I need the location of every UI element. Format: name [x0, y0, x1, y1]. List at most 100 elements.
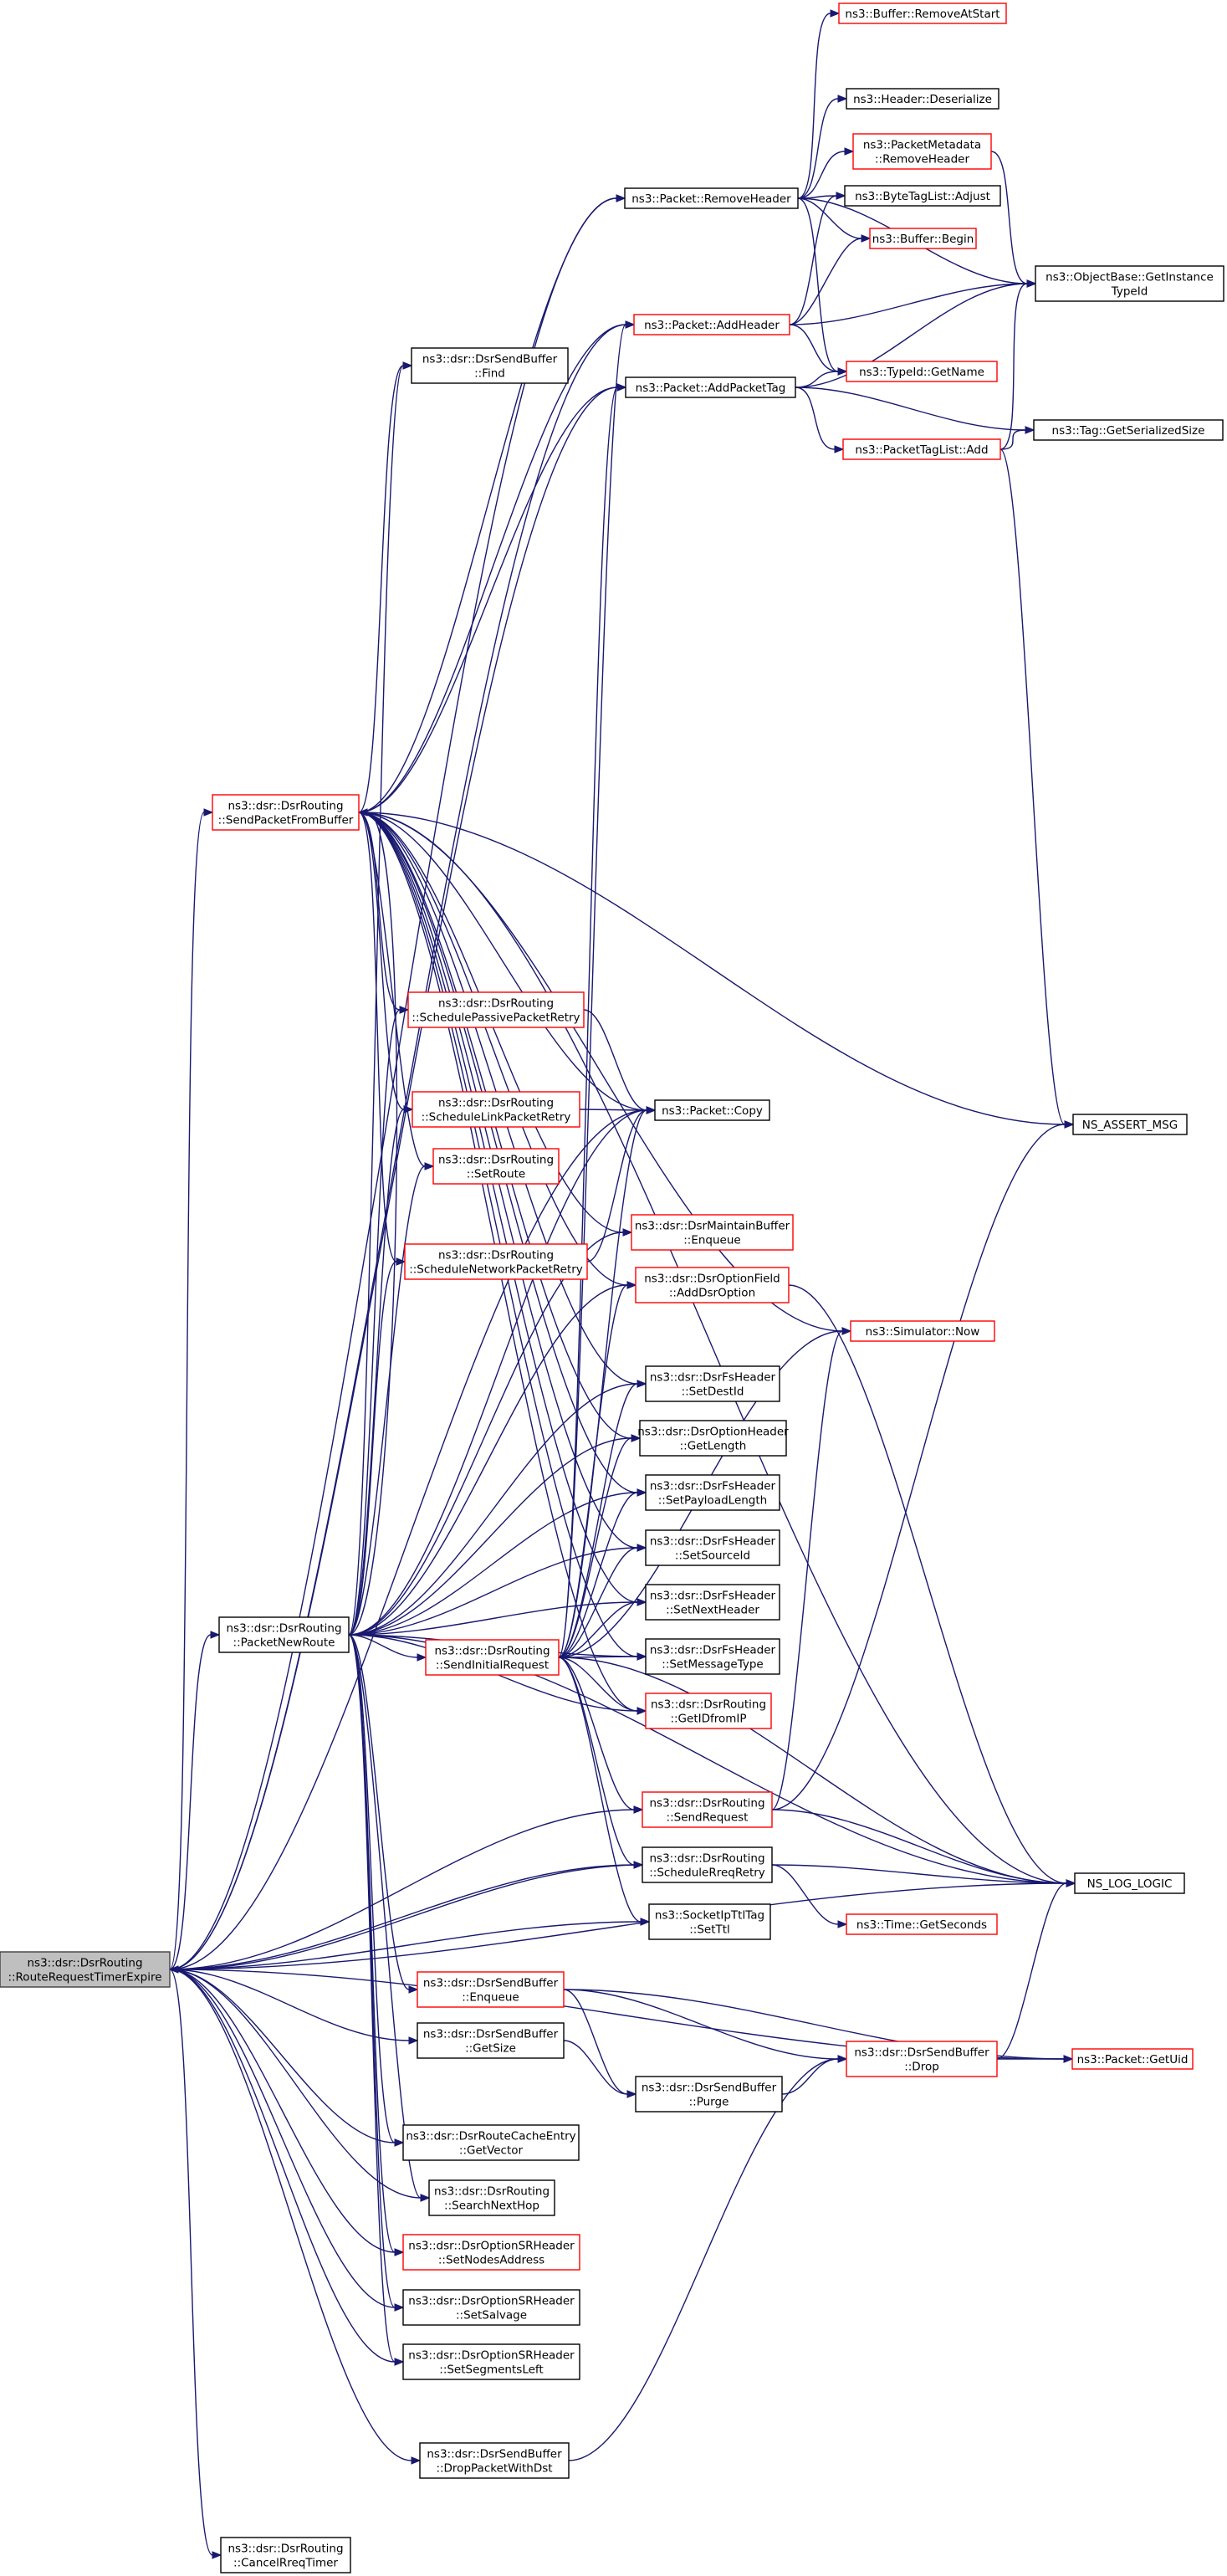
edge-line [558, 1657, 635, 1810]
node-box [417, 2022, 565, 2059]
node-box [1033, 419, 1224, 441]
node-label: ::SearchNextHop [444, 2200, 539, 2213]
node-fs-set-payload-length[interactable]: ns3::dsr::DsrFsHeader::SetPayloadLength [645, 1474, 780, 1511]
node-box [844, 185, 1001, 207]
node-sr-set-segments-left[interactable]: ns3::dsr::DsrOptionSRHeader::SetSegments… [402, 2343, 580, 2380]
node-cancel-rreq-timer[interactable]: ns3::dsr::DsrRouting::CancelRreqTimer [220, 2537, 351, 2573]
call-edge-packet-add-packet-tag-to-tag-get-serialized-size [795, 387, 1035, 434]
edge-line [586, 1109, 647, 1262]
node-box [220, 2537, 351, 2573]
call-edge-send-initial-request-to-packet-add-header [558, 320, 636, 1658]
arrowhead-icon [616, 194, 626, 202]
node-buf-begin[interactable]: ns3::Buffer::Begin [869, 228, 977, 249]
node-packet-new-route[interactable]: ns3::dsr::DsrRouting::PacketNewRoute [218, 1616, 350, 1653]
edge-line [797, 197, 862, 239]
node-label: ns3::TypeId::GetName [859, 366, 984, 379]
node-packet-copy[interactable]: ns3::Packet::Copy [654, 1099, 770, 1121]
node-send-buffer-enqueue[interactable]: ns3::dsr::DsrSendBuffer::Enqueue [417, 1971, 565, 2008]
edge-line [358, 197, 617, 813]
node-label: ::SetTtl [689, 1923, 730, 1937]
node-box [404, 1243, 588, 1280]
call-edge-packet-add-header-to-obj-get-instance-type-id [789, 279, 1037, 325]
edge-line [358, 812, 638, 1603]
node-ns-log-logic[interactable]: NS_LOG_LOGIC [1074, 1872, 1185, 1894]
call-edge-add-dsr-option-to-ns-log-logic [788, 1284, 1076, 1887]
node-set-route[interactable]: ns3::dsr::DsrRouting::SetRoute [432, 1148, 560, 1185]
node-search-next-hop[interactable]: ns3::dsr::DsrRouting::SearchNextHop [428, 2179, 555, 2216]
edge-line [771, 1864, 1067, 1884]
edge-line [358, 812, 638, 1657]
node-box [846, 88, 999, 110]
edge-line [797, 98, 839, 199]
node-sr-set-salvage[interactable]: ns3::dsr::DsrOptionSRHeader::SetSalvage [402, 2289, 580, 2326]
node-label: ::SetMessageType [662, 1658, 763, 1672]
node-fs-set-dest-id[interactable]: ns3::dsr::DsrFsHeader::SetDestId [645, 1365, 780, 1402]
node-dsr-send-buffer-find[interactable]: ns3::dsr::DsrSendBuffer::Find [411, 347, 569, 384]
node-maintain-enqueue[interactable]: ns3::dsr::DsrMaintainBuffer::Enqueue [631, 1214, 794, 1251]
node-box [633, 314, 790, 335]
node-label: ns3::dsr::DsrSendBuffer [427, 2448, 562, 2461]
node-box [218, 1616, 350, 1653]
edge-line [789, 238, 862, 325]
node-label: ns3::dsr::DsrRouteCacheEntry [406, 2130, 575, 2143]
edge-line [358, 812, 401, 1011]
node-box [645, 1693, 772, 1729]
node-byte-tag-adjust[interactable]: ns3::ByteTagList::Adjust [844, 185, 1001, 207]
node-socket-set-ttl[interactable]: ns3::SocketIpTtlTag::SetTtl [648, 1903, 771, 1940]
node-pm-remove-header[interactable]: ns3::PacketMetadata::RemoveHeader [852, 133, 992, 170]
node-send-buffer-purge[interactable]: ns3::dsr::DsrSendBuffer::Purge [635, 2076, 783, 2113]
node-route-cache-get-vector[interactable]: ns3::dsr::DsrRouteCacheEntry::GetVector [402, 2124, 580, 2161]
node-drop-packet-with-dst[interactable]: ns3::dsr::DsrSendBuffer::DropPacketWithD… [419, 2442, 570, 2479]
node-fs-set-next-header[interactable]: ns3::dsr::DsrFsHeader::SetNextHeader [645, 1584, 780, 1621]
node-send-buffer-get-size[interactable]: ns3::dsr::DsrSendBuffer::GetSize [417, 2022, 565, 2059]
arrowhead-icon [622, 1228, 633, 1237]
node-buf-remove-at-start[interactable]: ns3::Buffer::RemoveAtStart [838, 3, 1007, 24]
node-send-buffer-drop[interactable]: ns3::dsr::DsrSendBuffer::Drop [846, 2041, 998, 2077]
node-sr-set-nodes-address[interactable]: ns3::dsr::DsrOptionSRHeader::SetNodesAdd… [402, 2234, 580, 2271]
node-schedule-network[interactable]: ns3::dsr::DsrRouting::ScheduleNetworkPac… [404, 1243, 588, 1280]
node-schedule-passive[interactable]: ns3::dsr::DsrRouting::SchedulePassivePac… [407, 991, 585, 1028]
arrowhead-icon [616, 383, 627, 392]
node-schedule-rreq-retry[interactable]: ns3::dsr::DsrRouting::ScheduleRreqRetry [642, 1846, 773, 1883]
node-get-idfrom-ip[interactable]: ns3::dsr::DsrRouting::GetIDfromIP [645, 1693, 772, 1729]
node-label: ns3::dsr::DsrOptionSRHeader [408, 2349, 575, 2363]
arrowhead-icon [402, 361, 413, 370]
node-type-id-get-name[interactable]: ns3::TypeId::GetName [846, 361, 998, 382]
node-packet-add-packet-tag[interactable]: ns3::Packet::AddPacketTag [625, 376, 796, 398]
node-label: ns3::dsr::DsrSendBuffer [423, 1977, 559, 1990]
node-send-packet-from-buffer[interactable]: ns3::dsr::DsrRouting::SendPacketFromBuff… [212, 794, 360, 831]
node-send-request[interactable]: ns3::dsr::DsrRouting::SendRequest [642, 1791, 773, 1828]
node-tag-get-serialized-size[interactable]: ns3::Tag::GetSerializedSize [1033, 419, 1224, 441]
node-schedule-link[interactable]: ns3::dsr::DsrRouting::ScheduleLinkPacket… [412, 1091, 580, 1128]
node-box [645, 1474, 780, 1511]
arrowhead-icon [212, 2551, 222, 2559]
node-simulator-now[interactable]: ns3::Simulator::Now [850, 1320, 995, 1342]
node-fs-set-message-type[interactable]: ns3::dsr::DsrFsHeader::SetMessageType [645, 1638, 780, 1675]
node-header-deserialize[interactable]: ns3::Header::Deserialize [846, 88, 999, 110]
call-edge-send-initial-request-to-socket-set-ttl [558, 1657, 651, 1926]
node-send-initial-request[interactable]: ns3::dsr::DsrRouting::SendInitialRequest [425, 1639, 560, 1676]
edge-line [348, 1634, 396, 2253]
call-edge-root-to-sr-set-segments-left [169, 1969, 405, 2366]
node-label: ::SetSegmentsLeft [439, 2363, 543, 2377]
call-edge-packet-tag-list-add-to-tag-get-serialized-size [999, 426, 1035, 450]
node-label: ns3::dsr::DsrRouting [226, 1622, 341, 1636]
node-packet-tag-list-add[interactable]: ns3::PacketTagList::Add [842, 438, 1001, 460]
node-packet-add-header[interactable]: ns3::Packet::AddHeader [633, 314, 790, 335]
node-box [842, 438, 1001, 460]
node-box [402, 2343, 580, 2380]
node-fs-set-source-id[interactable]: ns3::dsr::DsrFsHeader::SetSourceId [645, 1529, 780, 1566]
node-opt-get-length[interactable]: ns3::dsr::DsrOptionHeader::GetLength [637, 1420, 789, 1457]
arrowhead-icon [640, 1918, 651, 1926]
node-label: ::SetPayloadLength [658, 1494, 767, 1508]
node-packet-get-uid[interactable]: ns3::Packet::GetUid [1071, 2048, 1194, 2070]
arrowhead-icon [394, 2138, 405, 2147]
node-ns-assert-msg[interactable]: NS_ASSERT_MSG [1072, 1114, 1188, 1135]
call-edge-packet-new-route-to-packet-copy [348, 1106, 657, 1636]
node-time-get-seconds[interactable]: ns3::Time::GetSeconds [846, 1913, 998, 1935]
edge-line [781, 2058, 839, 2095]
node-add-dsr-option[interactable]: ns3::dsr::DsrOptionField::AddDsrOption [635, 1267, 790, 1303]
node-label: ::Find [474, 367, 505, 381]
node-packet-remove-header[interactable]: ns3::Packet::RemoveHeader [624, 187, 799, 209]
